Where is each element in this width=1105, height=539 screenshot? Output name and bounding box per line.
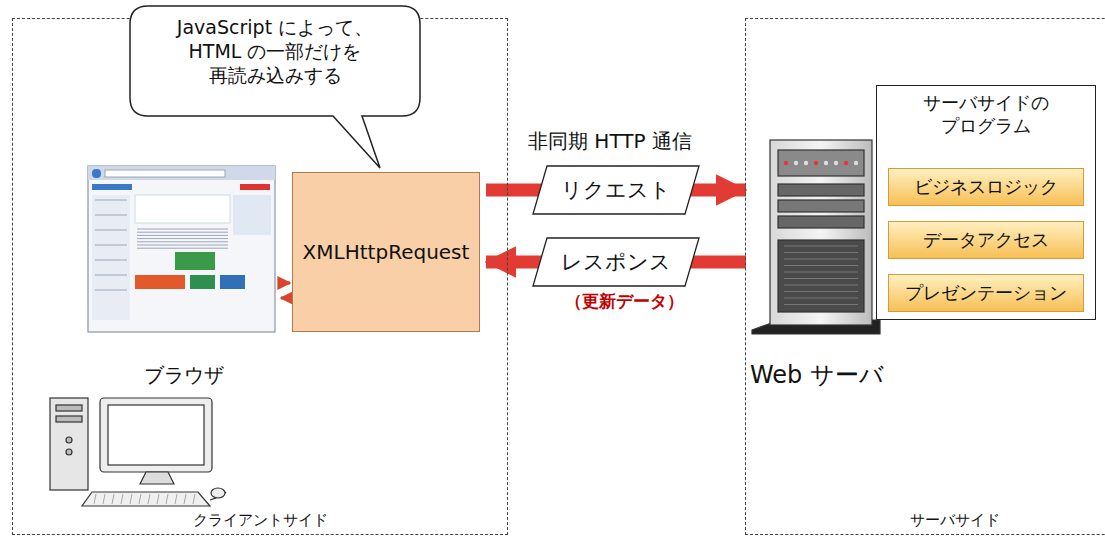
module-box: ビジネスロジック [888, 168, 1084, 206]
node-text: クライアントサイド [13, 511, 507, 530]
desktop-pc [50, 398, 226, 506]
data-arrow [281, 282, 290, 285]
process-box: XMLHttpRequest [292, 172, 480, 332]
node-text: XMLHttpRequest [303, 240, 470, 265]
edge-label: リクエスト [561, 177, 671, 203]
module-box: データアクセス [888, 221, 1084, 259]
browser-node: ブラウザ [88, 166, 279, 388]
node-text: JavaScript によって、 HTML の一部だけを 再読み込みする [130, 6, 420, 97]
module-box: プレゼンテーション [888, 274, 1084, 312]
browser-screenshot [88, 166, 275, 332]
program-box: サーバサイドの プログラムビジネスロジックデータアクセスプレゼンテーション [876, 85, 1096, 320]
node-text: ブラウザ [68, 363, 299, 388]
edge-tag: レスポンス [533, 238, 699, 286]
data-arrow [281, 297, 290, 300]
protocol-label: 非同期 HTTP 通信 [528, 128, 692, 155]
edge-label: レスポンス [561, 249, 671, 275]
node-text: データアクセス [923, 229, 1049, 252]
node-text: ビジネスロジック [914, 176, 1058, 199]
node-text: サーバサイドの プログラム [877, 86, 1095, 137]
node-text: サーバサイド [746, 511, 1105, 530]
edge-tag: リクエスト [533, 166, 699, 214]
data-note: （更新データ） [565, 290, 684, 313]
server-region: サーバサイド Web サーバサーバサイドの プログラムビジネスロジックデータアクセ… [745, 18, 1105, 535]
web-server-figure [752, 140, 880, 334]
callout-bubble: JavaScript によって、 HTML の一部だけを 再読み込みする [130, 6, 420, 116]
callout-shape [130, 6, 420, 168]
node-text: プレゼンテーション [905, 282, 1067, 305]
web-server-node: Web サーバ [752, 140, 882, 390]
node-text: Web サーバ [732, 360, 902, 390]
